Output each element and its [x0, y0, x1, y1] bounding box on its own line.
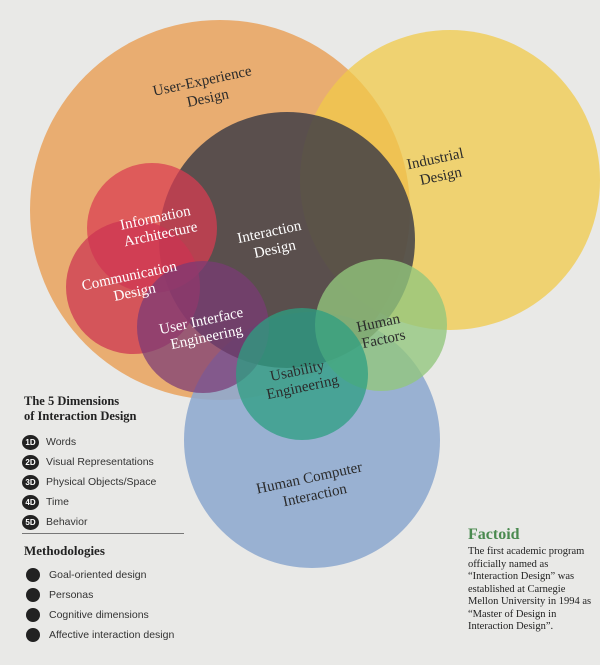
methodology-label: Cognitive dimensions — [49, 609, 149, 621]
methodology-label: Personas — [49, 589, 94, 601]
bullet-icon — [26, 588, 40, 602]
dimension-label: Visual Representations — [46, 456, 154, 468]
dimensions-panel: The 5 Dimensions of Interaction Design 1… — [22, 394, 192, 532]
dimension-item: 3D Physical Objects/Space — [22, 472, 192, 492]
methodology-label: Goal-oriented design — [49, 569, 147, 581]
dimension-badge: 2D — [22, 454, 39, 470]
dimension-badge: 4D — [22, 494, 39, 510]
dimension-item: 1D Words — [22, 432, 192, 452]
dimension-badge: 1D — [22, 434, 39, 450]
dimensions-title: The 5 Dimensions of Interaction Design — [24, 394, 192, 424]
bullet-icon — [26, 608, 40, 622]
circle-user-interface-engineering — [137, 261, 269, 393]
methodology-item: Affective interaction design — [22, 625, 222, 645]
dimension-label: Time — [46, 496, 69, 508]
dimension-badge: 3D — [22, 474, 39, 490]
dimension-item: 4D Time — [22, 492, 192, 512]
methodologies-title: Methodologies — [24, 543, 105, 558]
bullet-icon — [26, 628, 40, 642]
dimensions-title-line2: of Interaction Design — [24, 409, 137, 423]
factoid-text: The first academic program officially na… — [468, 546, 592, 632]
dimension-item: 5D Behavior — [22, 512, 192, 532]
circle-usability-engineering — [236, 308, 368, 440]
dimension-label: Words — [46, 436, 77, 448]
factoid-title: Factoid — [468, 526, 520, 543]
dimension-label: Physical Objects/Space — [46, 476, 157, 488]
bullet-icon — [26, 568, 40, 582]
dimension-item: 2D Visual Representations — [22, 452, 192, 472]
divider — [22, 533, 184, 534]
methodology-item: Goal-oriented design — [22, 565, 222, 585]
dimensions-title-line1: The 5 Dimensions — [24, 394, 120, 408]
factoid-panel: Factoid The first academic program offic… — [468, 526, 596, 634]
methodologies-panel: Methodologies Goal-oriented design Perso… — [22, 543, 222, 645]
methodology-label: Affective interaction design — [49, 629, 175, 641]
dimension-label: Behavior — [46, 516, 88, 528]
methodology-item: Personas — [22, 585, 222, 605]
methodology-item: Cognitive dimensions — [22, 605, 222, 625]
dimension-badge: 5D — [22, 514, 39, 530]
